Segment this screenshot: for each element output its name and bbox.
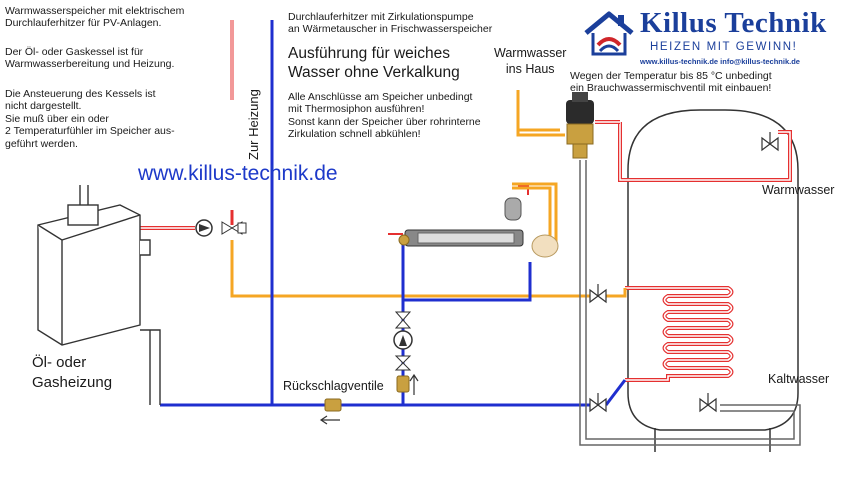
note-top-left: Warmwasserspeicher mit elektrischem Durc… — [5, 5, 185, 30]
hot-water-pipe — [130, 20, 792, 235]
flow-heater — [398, 197, 559, 258]
logo-title: Killus Technik — [640, 7, 827, 39]
note-ausfuehrung: Ausführung für weiches Wasser ohne Verka… — [288, 45, 460, 82]
label-rueckschlag: Rückschlagventile — [283, 379, 384, 393]
boiler — [37, 185, 161, 405]
note-kessel: Der Öl- oder Gaskessel ist für Warmwasse… — [5, 46, 175, 71]
house-logo-icon — [584, 11, 634, 56]
mixing-valve — [566, 92, 594, 159]
note-ansteuerung: Die Ansteuerung des Kessels ist nicht da… — [5, 88, 175, 150]
note-anschluesse: Alle Anschlüsse am Speicher unbedingt mi… — [288, 91, 481, 141]
brand-logo[interactable]: Killus Technik HEIZEN MIT GEWINN! www.ki… — [582, 5, 844, 71]
check-valves — [319, 373, 419, 425]
circulation-pump — [393, 311, 413, 371]
label-warmwasser-haus: Warmwasser ins Haus — [494, 46, 567, 77]
label-heizung: Öl- oder Gasheizung — [32, 354, 113, 392]
label-kaltwasser: Kaltwasser — [768, 372, 830, 386]
boiler-pump — [195, 219, 247, 237]
note-durchlauf: Durchlauferhitzer mit Zirkulationspumpe … — [288, 11, 493, 36]
logo-contact: www.killus-technik.de info@killus-techni… — [640, 57, 800, 66]
heat-exchanger-coil — [625, 286, 734, 382]
heating-flow-pipe — [230, 90, 627, 298]
cold-water-pipe — [579, 160, 801, 446]
website-link[interactable]: www.killus-technik.de — [138, 162, 338, 185]
logo-subtitle: HEIZEN MIT GEWINN! — [650, 41, 798, 53]
label-warmwasser: Warmwasser — [762, 183, 835, 197]
tank-valves — [589, 132, 779, 413]
label-zur-heizung: Zur Heizung — [246, 89, 261, 160]
note-temperatur: Wegen der Temperatur bis 85 °C unbedingt… — [570, 70, 772, 95]
